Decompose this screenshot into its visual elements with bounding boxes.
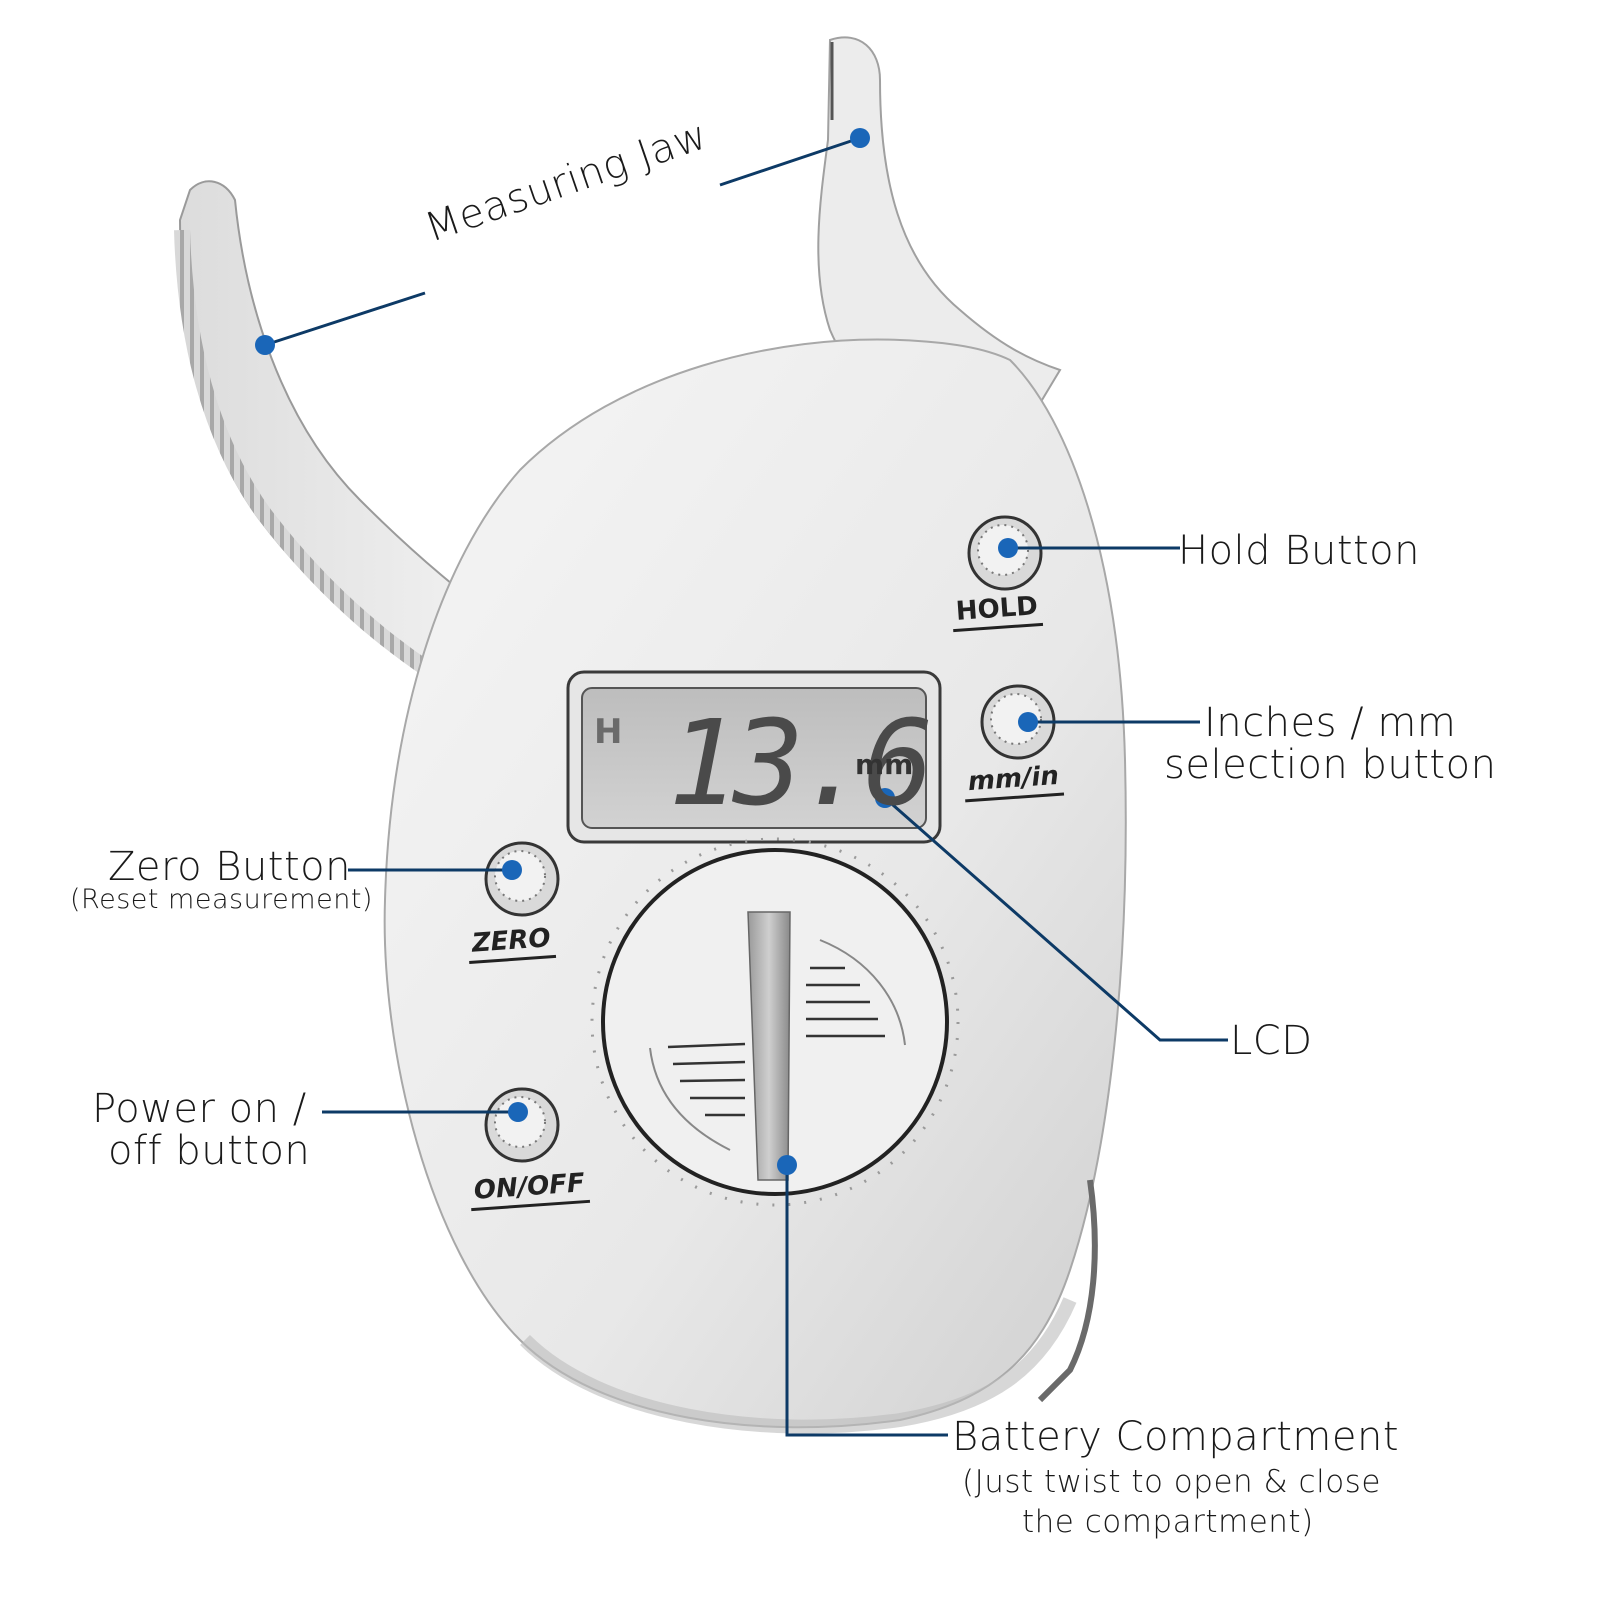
battery-callout-subtitle-line1: (Just twist to open & close <box>962 1464 1381 1500</box>
zero-button-callout-subtitle: (Reset measurement) <box>70 884 373 915</box>
power-device-button[interactable] <box>484 1087 560 1163</box>
jaw-left-marker <box>255 335 275 355</box>
battery-callout-subtitle-line2: the compartment) <box>1022 1504 1314 1540</box>
battery-marker <box>777 1155 797 1175</box>
lcd-callout: LCD <box>1230 1018 1313 1064</box>
lcd-housing <box>566 670 942 844</box>
power-marker <box>508 1102 528 1122</box>
lcd-marker <box>875 788 895 808</box>
jaw-right-marker <box>850 128 870 148</box>
battery-compartment-dial <box>590 837 960 1207</box>
lcd-reading: 13.6 <box>668 694 934 832</box>
zero-button-callout: Zero Button <box>108 844 351 890</box>
unit-button-callout-line1: Inches / mm <box>1204 700 1457 746</box>
power-button-callout-line1: Power on / <box>92 1086 307 1132</box>
zero-device-button[interactable] <box>484 841 560 917</box>
lcd-hold-indicator: H <box>594 712 623 752</box>
power-button-callout-line2: off button <box>108 1128 311 1174</box>
battery-callout: Battery Compartment <box>952 1414 1400 1460</box>
hold-marker <box>998 538 1018 558</box>
lcd-unit: mm <box>855 748 914 781</box>
hold-button-label: HOLD <box>950 590 1044 633</box>
unit-button-label: mm/in <box>962 760 1065 803</box>
zero-marker <box>502 860 522 880</box>
leader-lines <box>264 136 1228 1437</box>
hold-button-callout: Hold Button <box>1178 528 1421 574</box>
callout-markers <box>255 128 1038 1175</box>
unit-marker <box>1018 712 1038 732</box>
unit-button-callout-line2: selection button <box>1164 742 1497 788</box>
zero-button-label: ZERO <box>466 923 556 964</box>
